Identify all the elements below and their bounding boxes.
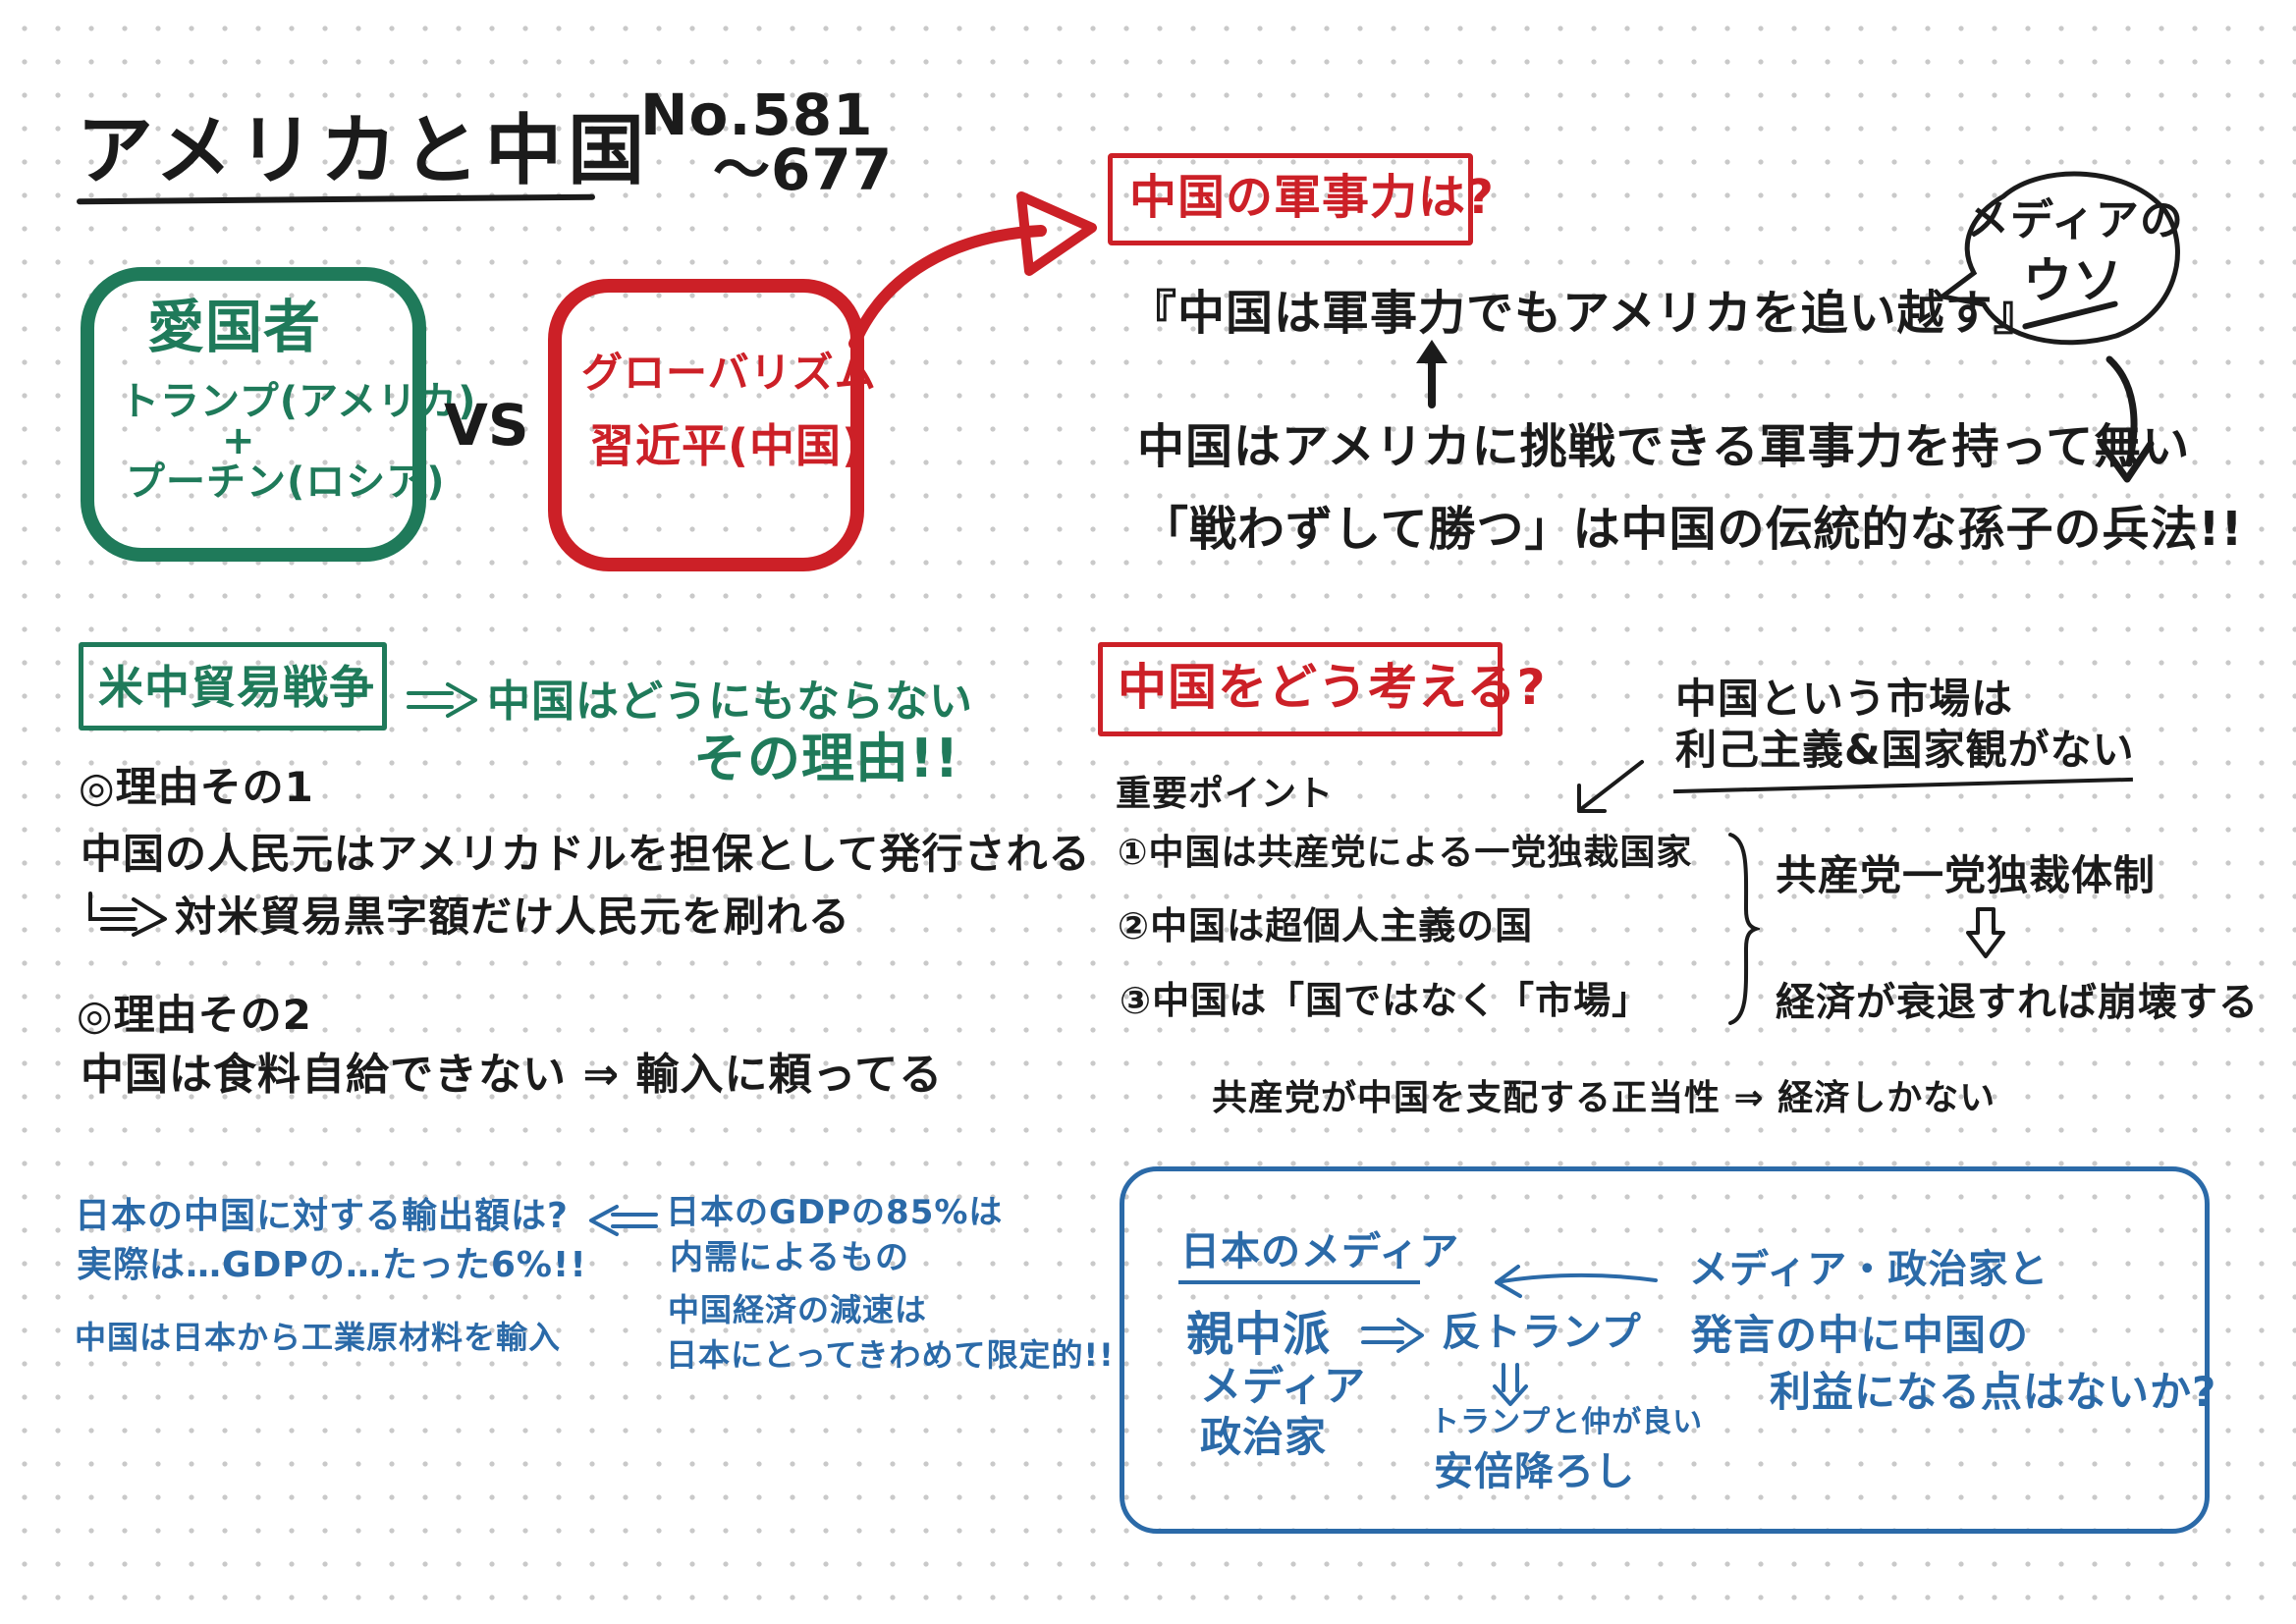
up-arrow-icon xyxy=(1416,340,1448,408)
key-point-1: ①中国は共産党による一党独裁国家 xyxy=(1118,833,1693,873)
patriots-putin: プーチン(ロシア) xyxy=(126,460,446,505)
anti-trump-label: 反トランプ xyxy=(1442,1310,1642,1355)
abe-note-1: トランプと仲が良い xyxy=(1430,1405,1704,1439)
military-fact-1: 中国はアメリカに挑戦できる軍事力を持って無い xyxy=(1137,419,2191,474)
left-arrow-icon xyxy=(1495,1265,1658,1298)
pro-china-media: メディア xyxy=(1200,1362,1367,1410)
double-right-arrow-icon xyxy=(1361,1318,1424,1353)
japan-export-answer: 実際は…GDPの…たった6%!! xyxy=(77,1245,587,1285)
gdp-note-4: 日本にとってきわめて限定的!! xyxy=(666,1336,1115,1374)
right-brace-icon xyxy=(1728,833,1760,1025)
japan-export-question: 日本の中国に対する輸出額は? xyxy=(75,1196,569,1236)
china-thinking-heading: 中国をどう考える? xyxy=(1118,659,1547,716)
politician-note-3: 利益になる点はないか? xyxy=(1770,1368,2217,1416)
media-lie-text: メディアの xyxy=(1966,195,2184,245)
down-outline-arrow-icon xyxy=(1966,907,2005,958)
military-claim: 『中国は軍事力でもアメリカを追い越す』 xyxy=(1129,286,2042,341)
trade-war-heading: 米中貿易戦争 xyxy=(98,661,375,714)
globalism-heading: グローバリズム xyxy=(581,349,877,397)
elbow-arrow-icon xyxy=(88,892,167,937)
pro-china-faction: 親中派 xyxy=(1186,1307,1332,1362)
double-left-arrow-icon xyxy=(589,1205,658,1236)
double-down-arrow-icon xyxy=(1493,1363,1528,1406)
market-note-2: 利己主義&国家観がない xyxy=(1675,726,2135,774)
dictatorship-note: 共産党一党独裁体制 xyxy=(1776,851,2157,899)
japan-media-heading: 日本のメディア xyxy=(1180,1229,1460,1274)
japan-media-underline xyxy=(1178,1280,1420,1284)
key-point-2: ②中国は超個人主義の国 xyxy=(1118,904,1534,947)
reason-1-text: 中国の人民元はアメリカドルを担保として発行される xyxy=(81,830,1091,878)
patriots-box xyxy=(81,267,426,562)
gdp-note-2: 内需によるもの xyxy=(670,1238,909,1277)
military-heading: 中国の軍事力は? xyxy=(1129,170,1495,225)
patriots-heading: 愛国者 xyxy=(147,294,322,360)
media-lie-emphasis: ウソ xyxy=(2023,252,2123,309)
politician-note-1: メディア・政治家と xyxy=(1689,1247,2050,1292)
collapse-note: 経済が衰退すれば崩壊する xyxy=(1776,980,2259,1025)
gdp-note-3: 中国経済の減速は xyxy=(668,1291,928,1328)
japan-media-box xyxy=(1120,1166,2210,1534)
reason-1-heading: ◎理由その1 xyxy=(79,763,314,811)
military-heading-box xyxy=(1108,153,1473,245)
abe-note-2: 安倍降ろし xyxy=(1434,1449,1635,1494)
key-point-3: ③中国は「国ではなく「市場」 xyxy=(1120,979,1651,1022)
speech-bubble-icon xyxy=(1936,171,2180,346)
page-title: アメリカと中国 xyxy=(77,107,651,195)
episode-range-start: No.581 xyxy=(640,81,874,148)
globalism-xi: 習近平(中国) xyxy=(589,419,864,472)
episode-range-end: 〜677 xyxy=(713,136,894,203)
down-left-arrow-icon xyxy=(1577,760,1644,813)
china-thinking-heading-box xyxy=(1098,642,1503,736)
trade-war-heading-box xyxy=(79,642,387,731)
versus-label: VS xyxy=(444,392,529,459)
patriots-plus: + xyxy=(222,418,256,463)
pro-china-politicians: 政治家 xyxy=(1200,1413,1328,1461)
trade-war-reason: その理由!! xyxy=(693,728,960,789)
reason-1-subtext: 対米貿易黒字額だけ人民元を刷れる xyxy=(175,893,851,941)
double-right-arrow-icon xyxy=(407,682,477,718)
market-note-underline xyxy=(1673,777,2133,794)
red-curved-arrow-icon xyxy=(848,191,1097,350)
curved-down-arrow-icon xyxy=(2098,355,2155,483)
military-fact-2: 「戦わずして勝つ」は中国の伝統的な孫子の兵法!! xyxy=(1141,502,2244,557)
patriots-trump: トランプ(アメリカ) xyxy=(120,379,477,424)
trade-war-result: 中国はどうにもならない xyxy=(487,677,973,727)
globalism-box xyxy=(548,279,864,571)
gdp-note-1: 日本のGDPの85%は xyxy=(666,1193,1004,1232)
reason-2-text: 中国は食料自給できない ⇒ 輸入に頼ってる xyxy=(81,1050,944,1100)
market-note-1: 中国という市場は xyxy=(1675,675,2014,723)
japan-materials-note: 中国は日本から工業原材料を輸入 xyxy=(75,1319,562,1356)
key-points-heading: 重要ポイント xyxy=(1116,774,1335,814)
politician-note-2: 発言の中に中国の xyxy=(1691,1311,2030,1359)
reason-2-heading: ◎理由その2 xyxy=(77,991,312,1039)
legitimacy-note: 共産党が中国を支配する正当性 ⇒ 経済しかない xyxy=(1212,1078,1996,1118)
